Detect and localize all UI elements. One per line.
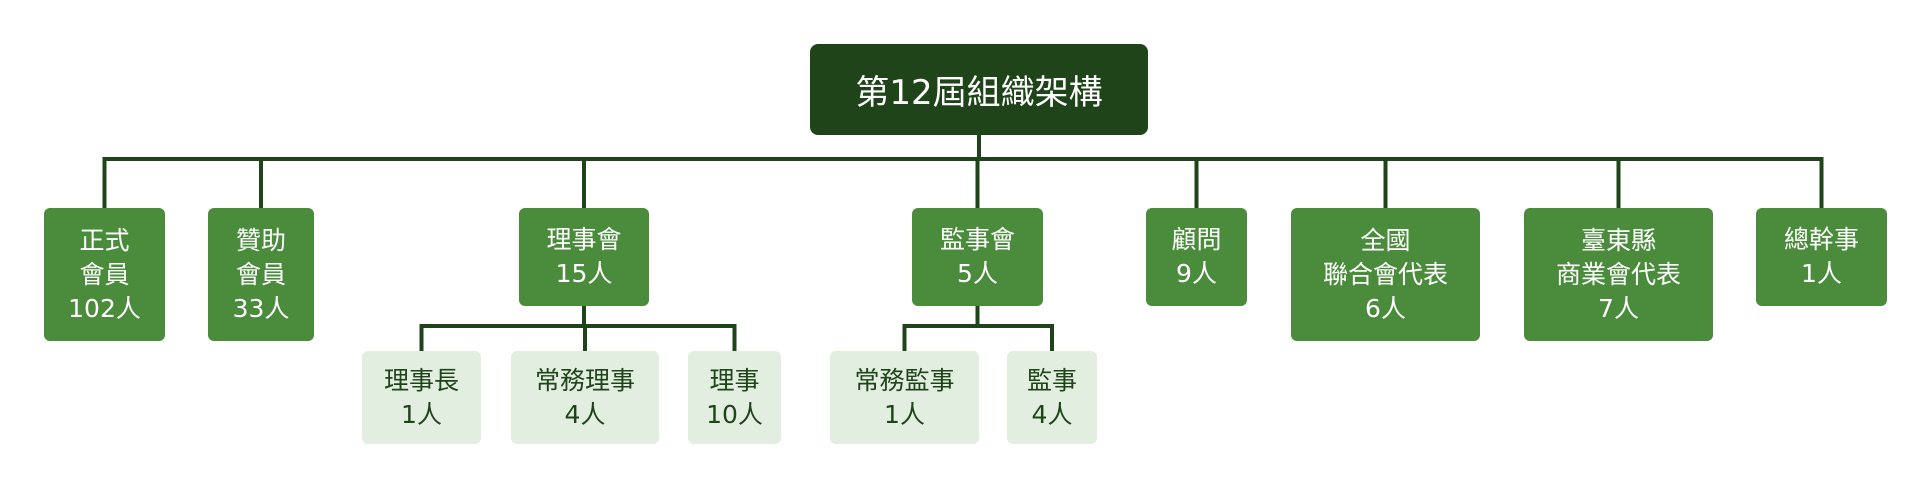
node-label-line: 臺東縣: [1580, 225, 1656, 255]
node-root: 第12屆組織架構: [810, 44, 1148, 135]
node-label-line: 15人: [555, 259, 613, 288]
node-label-line: 4人: [1031, 399, 1073, 429]
node-executive-directors: 常務理事 4人: [511, 351, 659, 444]
node-label-line: 總幹事: [1783, 225, 1859, 254]
node-label-line: 6人: [1365, 293, 1406, 323]
node-label-line: 5人: [957, 259, 998, 288]
node-secretary-general: 總幹事 1人: [1756, 208, 1887, 306]
node-label-line: 全國: [1360, 225, 1411, 255]
node-label-line: 理事會: [546, 225, 622, 254]
node-label-line: 監事: [1026, 365, 1077, 395]
node-chairman: 理事長 1人: [362, 351, 481, 444]
node-label-line: 理事長: [383, 365, 459, 395]
node-label-line: 10人: [706, 399, 763, 429]
node-label-line: 常務監事: [854, 365, 955, 395]
node-label-line: 第12屆組織架構: [855, 73, 1103, 113]
node-label-line: 常務理事: [534, 365, 635, 395]
node-label-line: 理事: [709, 365, 760, 395]
node-members: 正式會員 102人: [44, 208, 165, 341]
node-label-line: 商業會代表: [1555, 259, 1681, 289]
node-label-line: 會員: [79, 259, 130, 289]
node-national-rep: 全國聯合會代表 6人: [1291, 208, 1480, 341]
node-advisors: 顧問 9人: [1146, 208, 1247, 306]
node-label-line: 正式: [79, 225, 130, 255]
node-label-line: 33人: [232, 293, 290, 323]
node-label-line: 1人: [884, 399, 925, 429]
node-label-line: 1人: [1801, 259, 1842, 288]
node-label-line: 4人: [564, 399, 606, 429]
node-label-line: 7人: [1598, 293, 1639, 323]
node-label-line: 顧問: [1171, 225, 1222, 254]
node-directors: 理事 10人: [688, 351, 781, 444]
node-label-line: 102人: [68, 293, 141, 323]
node-label-line: 會員: [235, 259, 286, 289]
node-label-line: 監事會: [939, 225, 1015, 254]
node-board: 理事會 15人: [519, 208, 649, 306]
node-label-line: 聯合會代表: [1322, 259, 1448, 289]
node-label-line: 9人: [1176, 259, 1217, 288]
node-supervisors: 監事會 5人: [912, 208, 1043, 306]
node-label-line: 1人: [401, 399, 442, 429]
node-supervisor-members: 監事 4人: [1007, 351, 1097, 444]
node-label-line: 贊助: [235, 225, 286, 255]
node-sponsors: 贊助會員 33人: [208, 208, 314, 341]
node-taitung-rep: 臺東縣商業會代表 7人: [1524, 208, 1713, 341]
node-executive-supervisor: 常務監事 1人: [830, 351, 979, 444]
